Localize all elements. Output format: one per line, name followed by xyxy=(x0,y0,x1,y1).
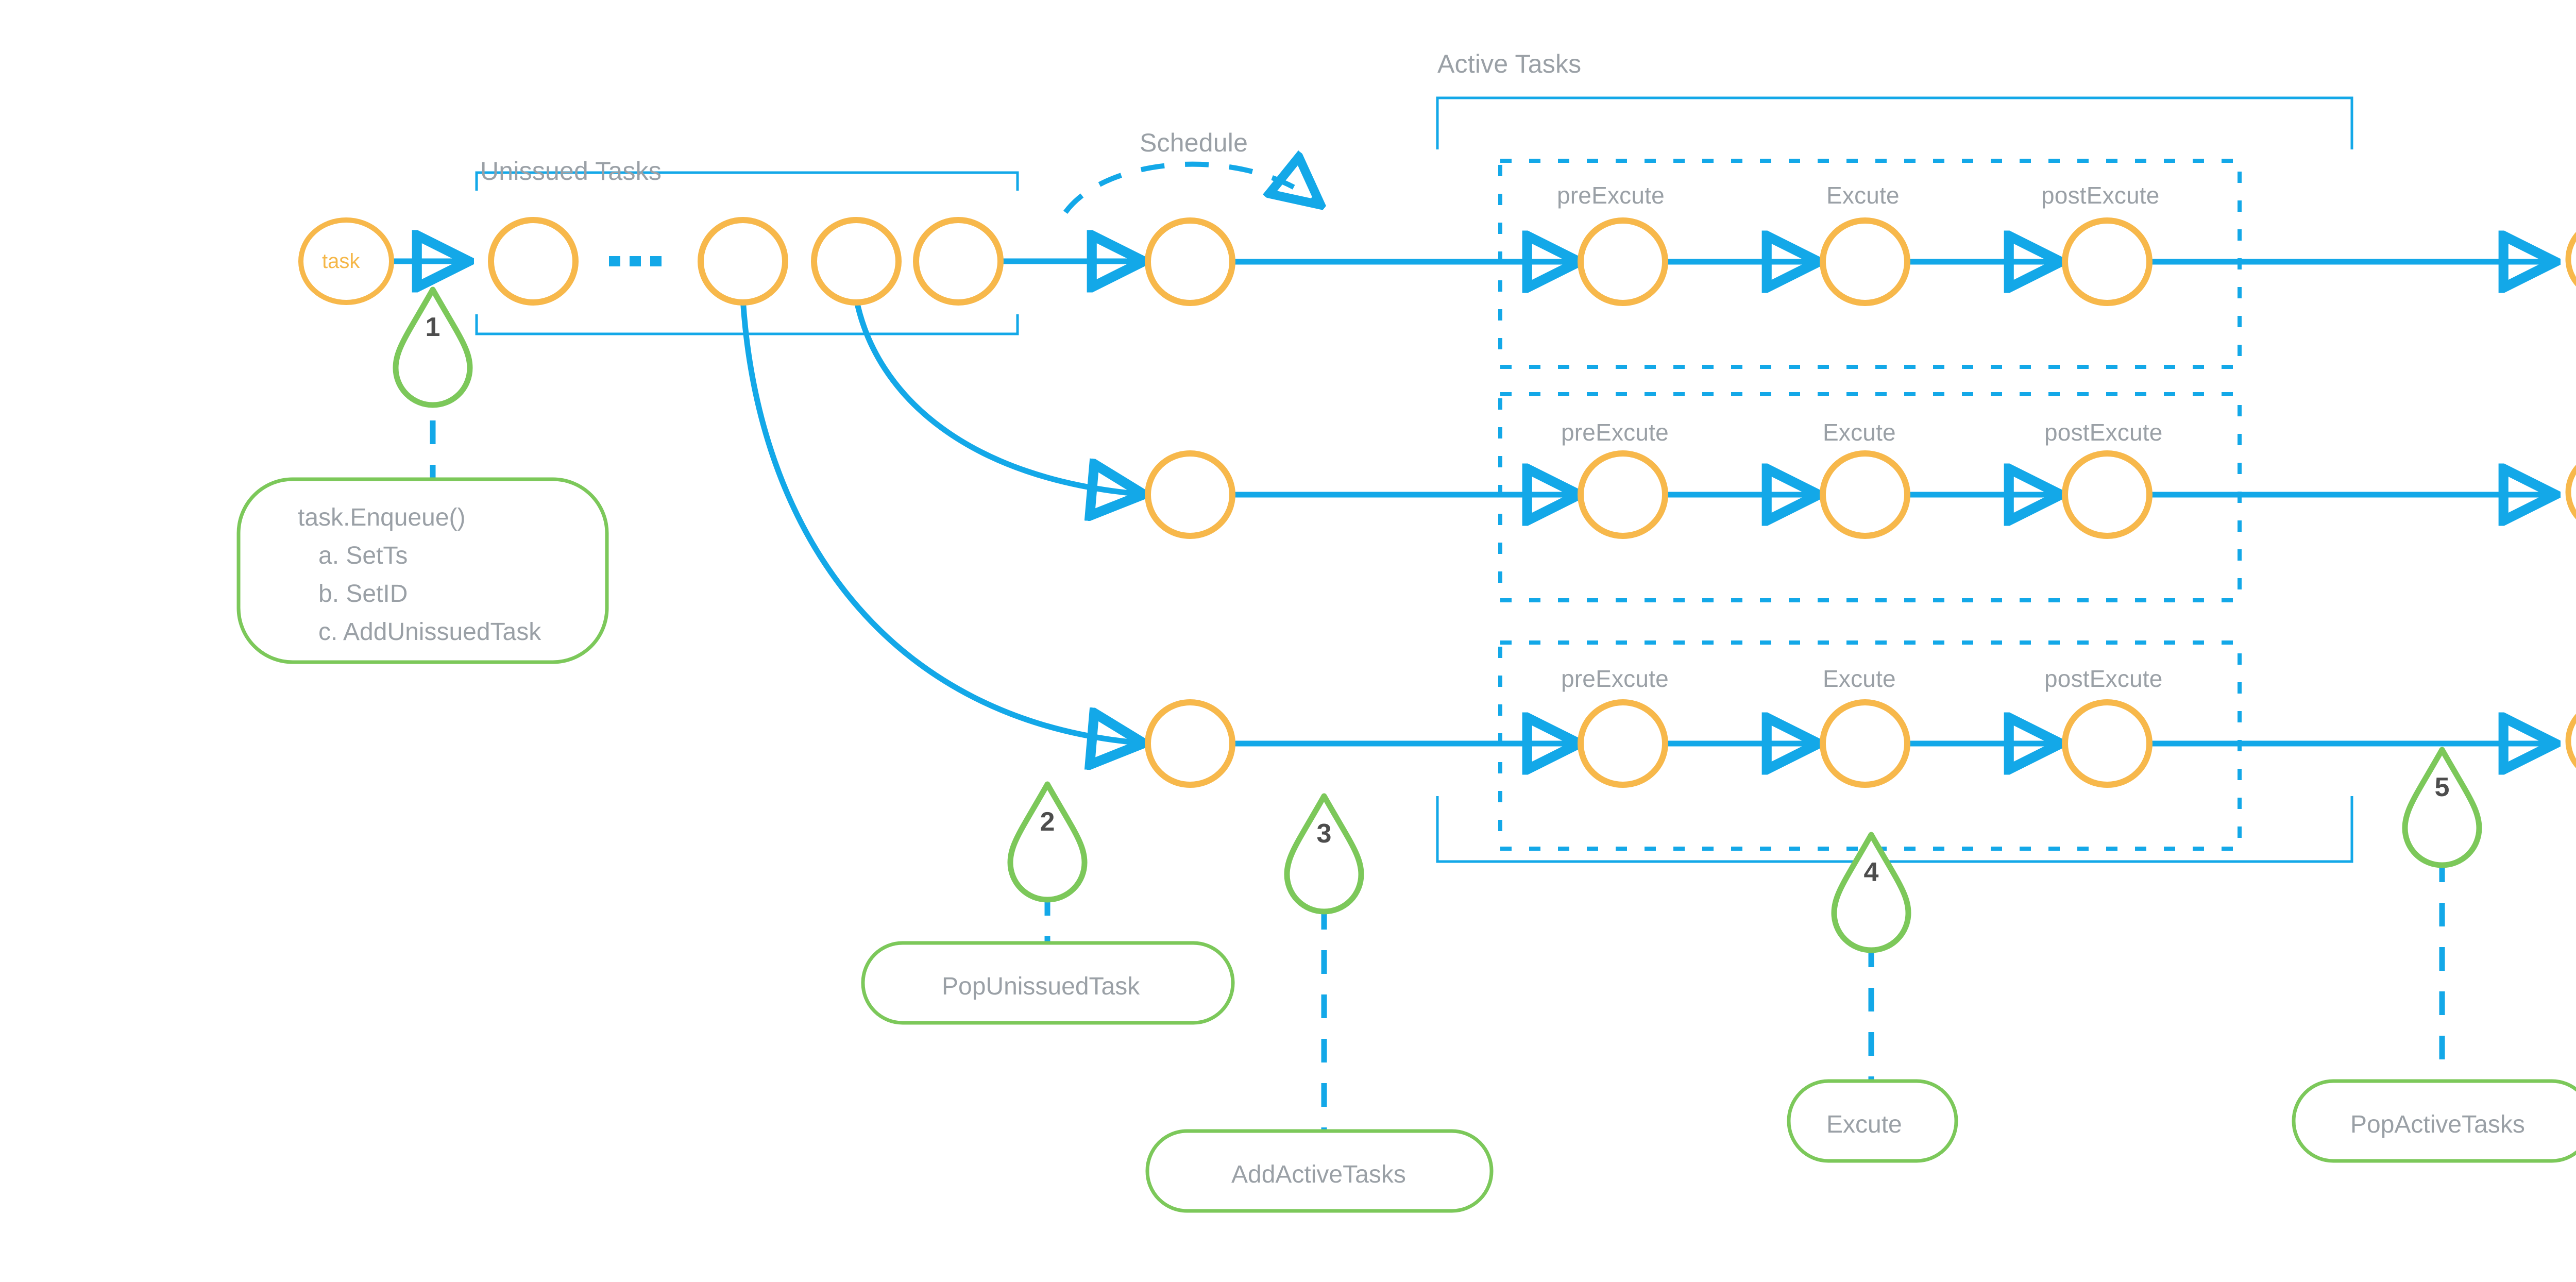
callout-box-2[interactable] xyxy=(861,941,1235,1025)
node-preexcute-row-2[interactable] xyxy=(1578,450,1668,539)
stage-label-preexcute-row-1: preExcute xyxy=(1557,182,1665,209)
node-excute-row-3[interactable] xyxy=(1820,699,1910,788)
schedule-dashed-arrow xyxy=(1063,164,1319,214)
stage-label-postexcute-row-1: postExcute xyxy=(2041,182,2160,209)
callout-box-3[interactable] xyxy=(1145,1129,1494,1213)
marker-pin-3[interactable] xyxy=(1284,793,1364,915)
flow-row-3 xyxy=(740,298,2553,744)
node-terminal-row-1[interactable] xyxy=(2565,219,2576,299)
stage-label-postexcute-row-2: postExcute xyxy=(2044,419,2163,446)
node-active-head-1[interactable] xyxy=(1145,217,1235,306)
pipeline-box-row-1 xyxy=(1498,159,2242,369)
node-postexcute-row-2[interactable] xyxy=(2062,450,2153,539)
stage-label-preexcute-row-3: preExcute xyxy=(1561,665,1669,692)
callout-box-1[interactable] xyxy=(236,477,609,664)
node-unissued-2[interactable] xyxy=(698,217,788,306)
marker-pin-2[interactable] xyxy=(1007,781,1088,903)
callout-box-4[interactable] xyxy=(1787,1079,1958,1163)
section-label-schedule: Schedule xyxy=(1140,128,1248,157)
node-preexcute-row-3[interactable] xyxy=(1578,699,1668,788)
stage-label-preexcute-row-2: preExcute xyxy=(1561,419,1669,446)
callout-text-3: AddActiveTasks xyxy=(1231,1161,1406,1188)
node-active-head-3[interactable] xyxy=(1145,699,1235,788)
callout-text-5: PopActiveTasks xyxy=(2350,1111,2525,1138)
stage-label-postexcute-row-3: postExcute xyxy=(2044,665,2163,692)
node-task-start-label: task xyxy=(322,250,360,273)
node-unissued-4[interactable] xyxy=(913,217,1004,306)
node-postexcute-row-1[interactable] xyxy=(2062,217,2153,306)
node-active-head-2[interactable] xyxy=(1145,450,1235,539)
node-unissued-3[interactable] xyxy=(811,217,902,306)
callout-box-5[interactable] xyxy=(2292,1079,2576,1163)
stage-label-excute-row-3: Excute xyxy=(1823,665,1896,692)
node-excute-row-2[interactable] xyxy=(1820,450,1910,539)
node-terminal-row-3[interactable] xyxy=(2565,701,2576,781)
callout-text-4: Excute xyxy=(1826,1111,1902,1138)
queue-ellipsis-icon xyxy=(609,256,662,266)
node-unissued-1[interactable] xyxy=(488,217,579,306)
node-terminal-row-2[interactable] xyxy=(2565,452,2576,532)
active-tasks-bracket xyxy=(1436,96,2353,863)
callout-text-1: task.Enqueue() a. SetTs b. SetID c. AddU… xyxy=(298,504,541,646)
node-excute-row-1[interactable] xyxy=(1820,217,1910,306)
marker-pin-4[interactable] xyxy=(1831,832,1911,953)
marker-pin-5[interactable] xyxy=(2402,747,2482,868)
stage-label-excute-row-1: Excute xyxy=(1826,182,1900,209)
marker-label-1: 1 xyxy=(425,312,440,342)
marker-label-4: 4 xyxy=(1863,857,1879,887)
marker-label-5: 5 xyxy=(2434,772,2450,802)
marker-label-3: 3 xyxy=(1316,819,1332,849)
node-preexcute-row-1[interactable] xyxy=(1578,217,1668,306)
section-label-active-tasks: Active Tasks xyxy=(1437,49,1582,78)
callout-text-2: PopUnissuedTask xyxy=(942,973,1140,1000)
marker-pin-1[interactable] xyxy=(393,286,473,408)
flow-row-1 xyxy=(392,261,2553,262)
stage-label-excute-row-2: Excute xyxy=(1823,419,1896,446)
pipeline-box-row-3 xyxy=(1498,640,2242,851)
flow-row-2 xyxy=(853,298,2553,495)
node-task-start[interactable] xyxy=(298,217,394,305)
section-label-unissued-tasks: Unissued Tasks xyxy=(480,157,662,185)
marker-label-2: 2 xyxy=(1040,807,1055,837)
pipeline-box-row-2 xyxy=(1498,392,2242,602)
node-postexcute-row-3[interactable] xyxy=(2062,699,2153,788)
